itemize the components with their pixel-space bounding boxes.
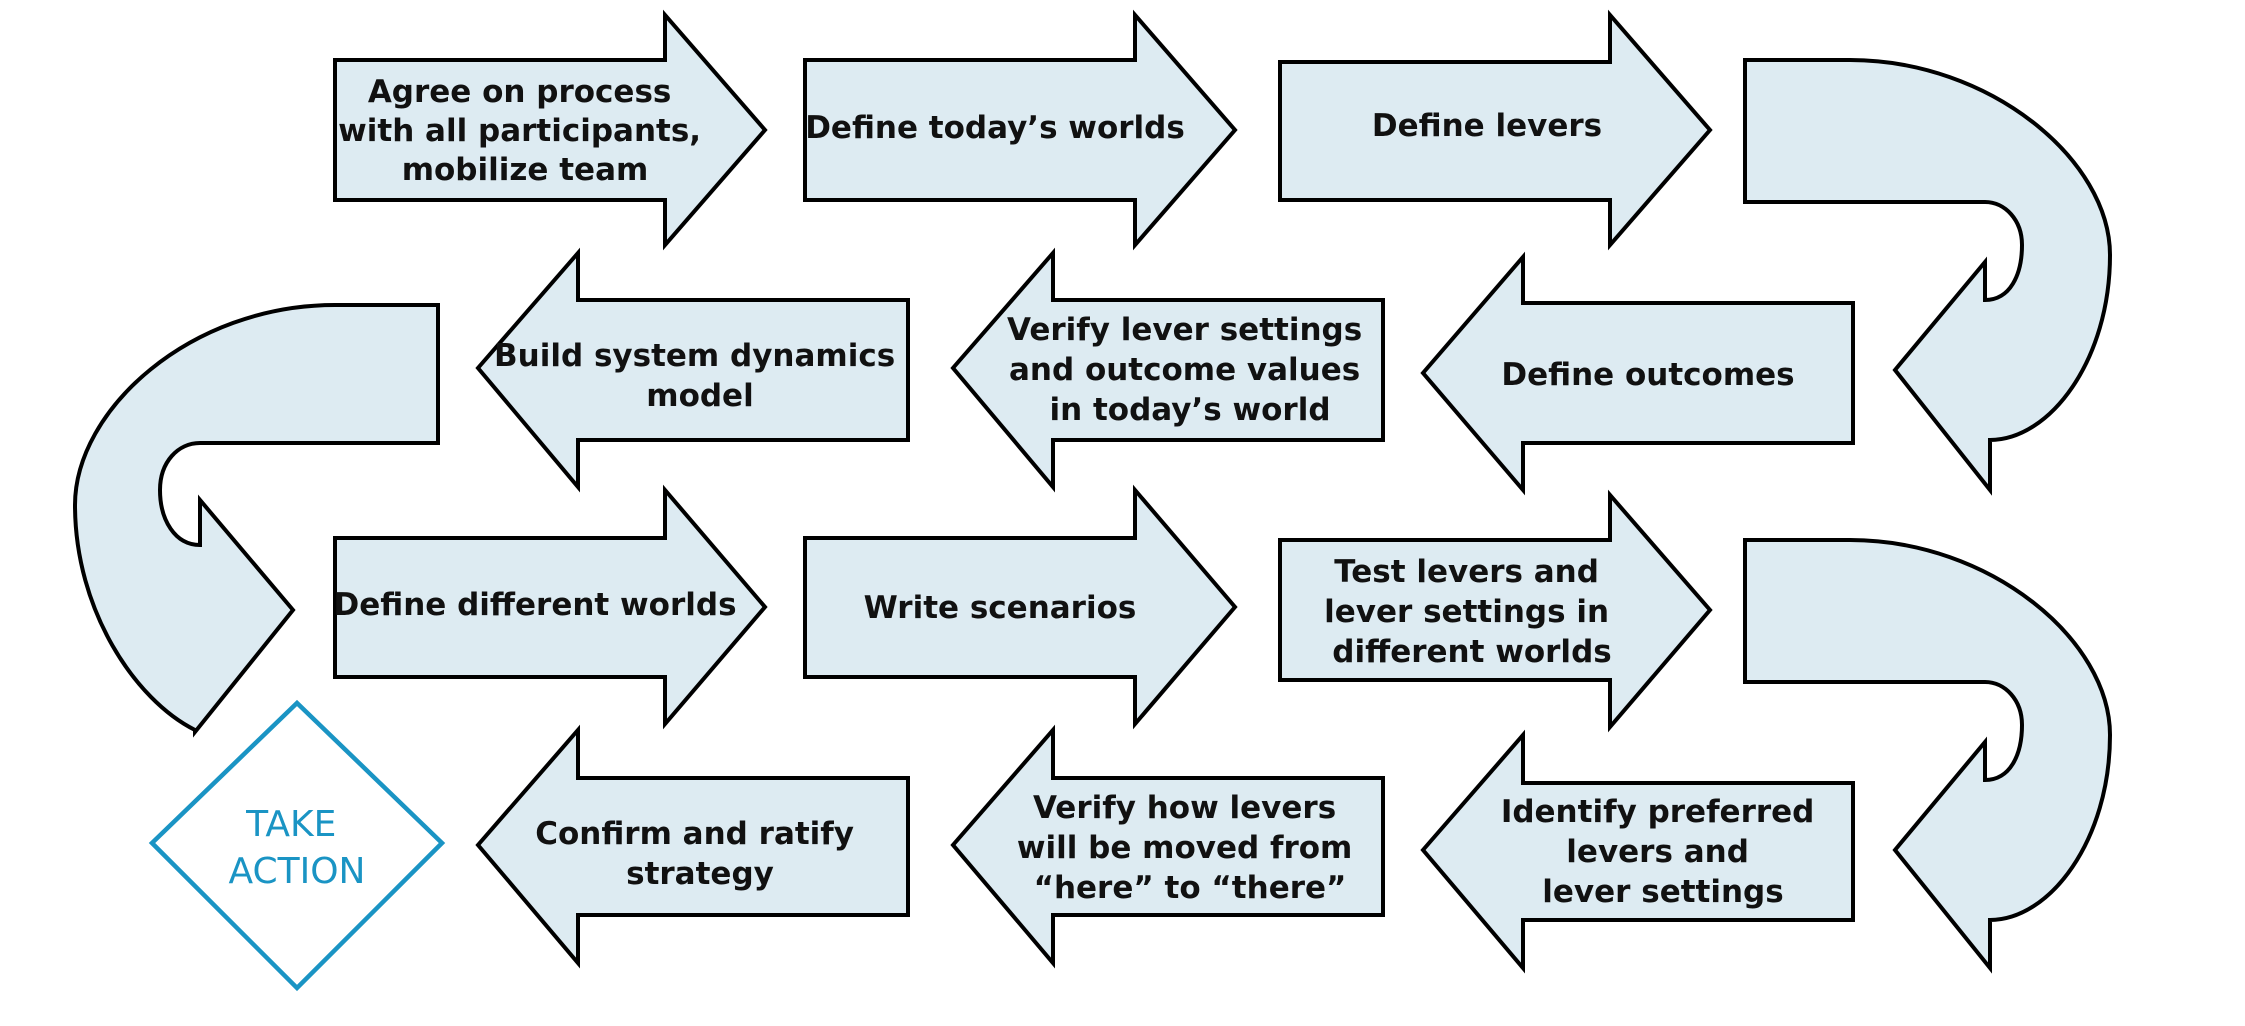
step-text-line: levers and	[1566, 834, 1749, 870]
svg-text:Define today’s worlds: Define today’s worlds	[805, 110, 1185, 146]
step-text-line: and outcome values	[1009, 352, 1360, 388]
u-turn-arrow-right-bottom	[1743, 538, 2113, 974]
step-text-line: Define outcomes	[1501, 357, 1794, 393]
svg-text:Verify how levers will b: Verify how levers will be moved from “he…	[1017, 790, 1363, 906]
svg-text:Define different worlds: Define different worlds	[333, 587, 736, 623]
svg-text:Define outcomes: Define outcomes	[1501, 357, 1794, 393]
svg-text:Identify preferred lever: Identify preferred levers and lever sett…	[1501, 794, 1825, 910]
step-identify-preferred: Identify preferred levers and lever sett…	[1420, 729, 1855, 974]
step-text-line: Build system dynamics	[494, 338, 895, 374]
svg-text:Verify lever settings an: Verify lever settings and outcome values…	[1007, 312, 1373, 428]
step-text-line: “here” to “there”	[1034, 870, 1347, 906]
svg-text:TAKE ACTION: TAKE ACTION	[228, 804, 365, 892]
step-verify-settings: Verify lever settings and outcome values…	[950, 247, 1385, 493]
step-text-line: in today’s world	[1049, 392, 1330, 428]
step-text-line: lever settings in	[1324, 594, 1609, 630]
step-agree: Agree on process with all participants, …	[333, 9, 768, 251]
step-confirm-ratify: Confirm and ratify strategy	[475, 724, 910, 969]
step-text-line: Write scenarios	[864, 590, 1137, 626]
step-text-line: Verify lever settings	[1007, 312, 1362, 348]
step-test-levers: Test levers and lever settings in differ…	[1278, 489, 1713, 733]
step-levers: Define levers	[1278, 9, 1713, 251]
step-text-line: Identify preferred	[1501, 794, 1815, 830]
step-text-line: with all participants,	[338, 113, 701, 149]
step-different-worlds: Define different worlds	[333, 484, 768, 730]
step-scenarios: Write scenarios	[803, 484, 1238, 730]
step-text-line: different worlds	[1332, 634, 1611, 670]
take-action-text-line: TAKE	[245, 804, 336, 845]
take-action-text-line: ACTION	[228, 851, 365, 892]
u-turn-arrow-left	[72, 303, 440, 738]
step-text-line: Test levers and	[1334, 554, 1599, 590]
svg-text:Agree on process with al: Agree on process with all participants, …	[338, 74, 712, 188]
step-build-model: Build system dynamics model	[475, 247, 910, 493]
step-verify-moved: Verify how levers will be moved from “he…	[950, 724, 1385, 969]
step-text-line: model	[646, 378, 753, 414]
take-action-diamond: TAKE ACTION	[148, 699, 446, 992]
step-outcomes: Define outcomes	[1420, 251, 1855, 496]
svg-text:Test levers and lever se: Test levers and lever settings in differ…	[1324, 554, 1620, 670]
svg-text:Write scenarios: Write scenarios	[864, 590, 1137, 626]
step-text-line: mobilize team	[402, 152, 649, 188]
svg-text:Confirm and ratify strat: Confirm and ratify strategy	[535, 816, 865, 892]
step-text-line: Confirm and ratify	[535, 816, 854, 852]
svg-text:Build system dynamics mo: Build system dynamics model	[494, 338, 906, 414]
step-text-line: Define levers	[1372, 108, 1602, 144]
step-text-line: Define today’s worlds	[805, 110, 1185, 146]
step-text-line: Agree on process	[368, 74, 672, 110]
svg-text:Define levers: Define levers	[1372, 108, 1602, 144]
step-text-line: strategy	[626, 856, 774, 892]
step-text-line: lever settings	[1542, 874, 1783, 910]
step-text-line: Define different worlds	[333, 587, 736, 623]
step-text-line: Verify how levers	[1033, 790, 1336, 826]
u-turn-arrow-right-top	[1743, 58, 2113, 496]
step-text-line: will be moved from	[1017, 830, 1353, 866]
step-today-worlds: Define today’s worlds	[803, 9, 1238, 251]
